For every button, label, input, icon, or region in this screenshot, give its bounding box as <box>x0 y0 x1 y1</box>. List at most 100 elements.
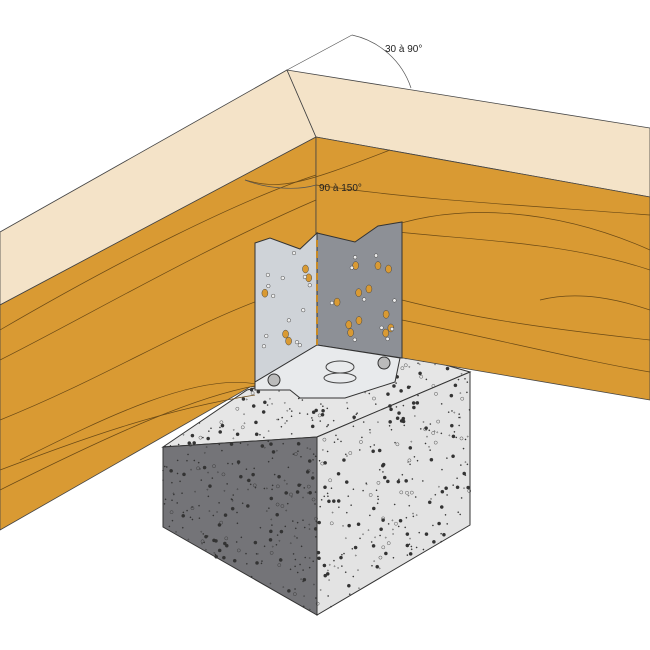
speckle <box>372 396 376 401</box>
speckle <box>457 511 460 514</box>
speckle <box>308 528 311 530</box>
speckle <box>311 497 316 502</box>
bracket-hole <box>390 326 395 332</box>
speckle <box>249 387 254 392</box>
speckle <box>395 382 397 384</box>
speckle <box>308 566 311 569</box>
speckle <box>367 529 370 531</box>
speckle <box>171 519 174 522</box>
speckle <box>247 478 251 483</box>
speckle <box>322 405 324 408</box>
speckle <box>314 536 317 538</box>
speckle <box>376 502 379 505</box>
speckle <box>402 404 405 407</box>
speckle <box>269 496 274 501</box>
speckle <box>395 442 400 447</box>
speckle <box>187 441 192 445</box>
speckle <box>422 548 425 551</box>
speckle <box>292 453 295 455</box>
speckle <box>197 461 200 464</box>
speckle <box>265 510 268 512</box>
bracket-hole <box>301 308 306 313</box>
speckle <box>200 479 203 481</box>
speckle <box>315 520 318 523</box>
inner-angle-label: 90 à 150° <box>319 183 362 194</box>
speckle <box>468 409 471 411</box>
speckle <box>392 533 394 535</box>
speckle <box>330 487 333 489</box>
speckle <box>326 407 329 410</box>
speckle <box>410 490 414 495</box>
bracket-hole <box>302 274 307 280</box>
speckle <box>282 442 284 445</box>
speckle <box>446 457 448 459</box>
speckle <box>394 521 398 526</box>
speckle <box>326 450 329 453</box>
speckle <box>394 441 396 444</box>
speckle <box>289 492 293 497</box>
speckle <box>405 543 410 548</box>
speckle <box>269 551 274 555</box>
speckle <box>169 445 172 447</box>
speckle <box>302 577 307 582</box>
speckle <box>466 463 469 466</box>
speckle <box>352 425 355 428</box>
bracket-hole <box>291 251 297 256</box>
speckle <box>212 464 216 468</box>
speckle <box>286 409 289 412</box>
bracket-hole <box>392 298 397 303</box>
speckle <box>300 455 302 458</box>
speckle <box>240 425 245 430</box>
speckle <box>308 523 311 526</box>
speckle <box>192 441 196 445</box>
speckle <box>400 366 405 370</box>
speckle <box>351 547 354 550</box>
bracket-hole <box>382 310 390 319</box>
inner-angle-arc <box>244 179 317 189</box>
speckle <box>181 514 186 518</box>
speckle <box>268 507 270 509</box>
speckle <box>407 458 412 463</box>
speckle <box>331 511 334 514</box>
speckle <box>275 543 278 546</box>
speckle <box>218 502 220 504</box>
speckle <box>290 433 293 435</box>
speckle <box>369 514 371 517</box>
speckle <box>217 548 222 553</box>
speckle <box>286 502 289 505</box>
speckle <box>269 442 273 446</box>
speckle <box>369 431 372 434</box>
speckle <box>182 472 186 477</box>
speckle <box>269 529 273 534</box>
speckle <box>378 567 381 570</box>
bracket-hole <box>382 328 389 338</box>
bracket-hole <box>294 340 300 345</box>
speckle <box>419 374 423 379</box>
speckle <box>426 435 428 438</box>
speckle <box>405 532 410 536</box>
speckle <box>416 459 419 462</box>
speckle <box>316 550 321 555</box>
speckle <box>423 427 428 432</box>
speckle <box>336 499 341 503</box>
speckle <box>246 443 249 446</box>
speckle <box>250 391 255 395</box>
speckle <box>310 476 315 480</box>
speckle <box>328 563 331 566</box>
speckle <box>353 545 358 550</box>
speckle <box>386 479 390 484</box>
speckle <box>422 480 424 482</box>
speckle <box>430 498 432 500</box>
bracket-hole <box>352 261 359 270</box>
speckle <box>206 488 209 491</box>
speckle <box>235 541 238 543</box>
speckle <box>277 418 280 421</box>
speckle <box>381 516 385 521</box>
speckle <box>311 417 313 419</box>
bracket-hole <box>379 325 384 330</box>
speckle <box>462 447 465 450</box>
speckle <box>466 435 469 438</box>
speckle <box>275 512 279 517</box>
speckle <box>198 422 201 424</box>
